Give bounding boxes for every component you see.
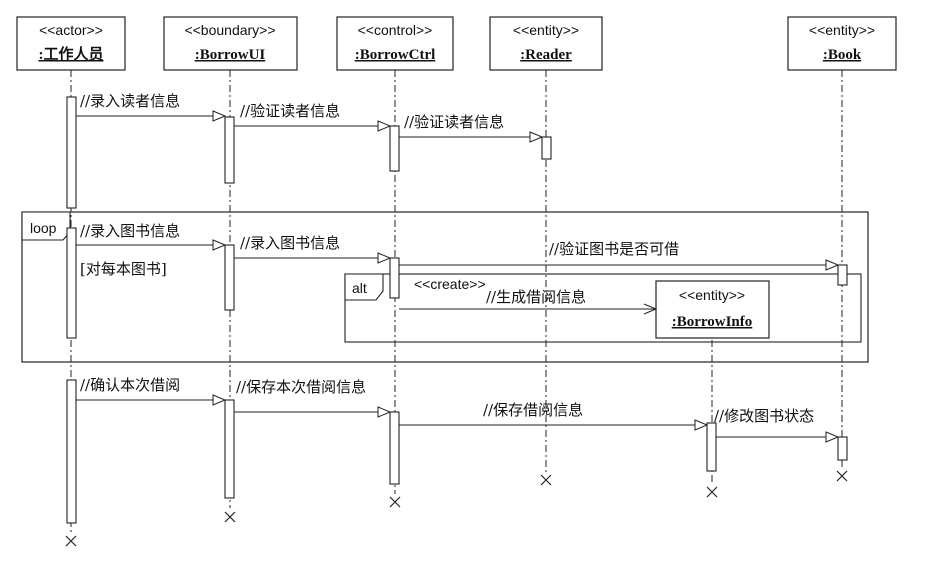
message-label-10: //保存借阅信息 bbox=[483, 401, 583, 419]
activation-ctrl-1 bbox=[389, 125, 400, 172]
activation-ui-1 bbox=[224, 116, 235, 184]
message-label-3: //验证读者信息 bbox=[404, 113, 504, 131]
loop-operator-label: loop bbox=[30, 220, 57, 236]
participant-name: :BorrowUI bbox=[195, 47, 266, 63]
participant-box bbox=[16, 16, 126, 71]
alt-fragment: alt bbox=[344, 273, 862, 343]
message-label-8: //确认本次借阅 bbox=[80, 376, 180, 394]
participant-name: :工作人员 bbox=[39, 45, 104, 63]
message-label-1: //录入读者信息 bbox=[80, 92, 180, 110]
participant-box bbox=[489, 16, 603, 71]
participant-borrow-ui: <<boundary>> :BorrowUI bbox=[163, 16, 298, 71]
destroy-book-icon bbox=[836, 470, 848, 482]
activation-ctrl-3 bbox=[389, 411, 400, 485]
destruction-marks bbox=[65, 470, 848, 547]
alt-frame bbox=[344, 273, 862, 343]
activation-book-2 bbox=[837, 436, 848, 461]
participant-stereotype: <<entity>> bbox=[513, 22, 579, 38]
participant-box bbox=[655, 280, 770, 339]
participant-stereotype: <<entity>> bbox=[679, 287, 745, 303]
participant-stereotype: <<control>> bbox=[358, 22, 433, 38]
message-lines bbox=[76, 116, 838, 437]
message-label-6: //验证图书是否可借 bbox=[549, 240, 679, 258]
participant-stereotype: <<boundary>> bbox=[184, 22, 275, 38]
participant-box bbox=[163, 16, 298, 71]
activation-ctrl-2 bbox=[389, 257, 400, 299]
activation-staff-3 bbox=[66, 379, 77, 524]
activation-staff-2 bbox=[66, 227, 77, 339]
message-label-5: //录入图书信息 bbox=[240, 234, 340, 252]
participant-reader: <<entity>> :Reader bbox=[489, 16, 603, 71]
destroy-info-icon bbox=[706, 486, 718, 498]
message-label-7: //生成借阅信息 bbox=[486, 288, 586, 306]
activation-reader-1 bbox=[541, 136, 552, 160]
participant-stereotype: <<actor>> bbox=[39, 22, 103, 38]
participant-name: :Book bbox=[823, 47, 862, 63]
message-label-9: //保存本次借阅信息 bbox=[236, 378, 366, 396]
destroy-ctrl-icon bbox=[389, 496, 401, 508]
participant-book: <<entity>> :Book bbox=[787, 16, 897, 71]
activation-ui-3 bbox=[224, 399, 235, 499]
activation-book-1 bbox=[837, 264, 848, 286]
participant-borrow-info: <<entity>> :BorrowInfo bbox=[655, 280, 770, 339]
alt-operator-pentagon bbox=[344, 273, 384, 301]
participant-borrow-ctrl: <<control>> :BorrowCtrl bbox=[336, 16, 454, 71]
destroy-ui-icon bbox=[224, 511, 236, 523]
message-labels: //录入读者信息 //验证读者信息 //验证读者信息 //录入图书信息 //录入… bbox=[80, 92, 814, 425]
destroy-staff-icon bbox=[65, 535, 77, 547]
participant-name: :Reader bbox=[520, 47, 572, 63]
loop-frame bbox=[21, 211, 869, 363]
message-label-4: //录入图书信息 bbox=[80, 222, 180, 240]
participant-name: :BorrowInfo bbox=[672, 314, 753, 330]
activation-staff-1 bbox=[66, 96, 77, 209]
activations bbox=[66, 96, 848, 524]
alt-operator-label: alt bbox=[352, 280, 367, 296]
loop-guard: [对每本图书] bbox=[80, 260, 167, 278]
participant-name: :BorrowCtrl bbox=[355, 47, 436, 63]
participant-staff: <<actor>> :工作人员 bbox=[16, 16, 126, 71]
destroy-reader-icon bbox=[540, 474, 552, 486]
message-label-11: //修改图书状态 bbox=[714, 407, 814, 425]
participant-stereotype: <<entity>> bbox=[809, 22, 875, 38]
loop-fragment: loop [对每本图书] bbox=[21, 211, 869, 363]
activation-ui-2 bbox=[224, 244, 235, 311]
message-label-2: //验证读者信息 bbox=[240, 102, 340, 120]
participant-box bbox=[336, 16, 454, 71]
activation-info-1 bbox=[706, 422, 717, 472]
create-label: <<create>> bbox=[414, 276, 486, 292]
